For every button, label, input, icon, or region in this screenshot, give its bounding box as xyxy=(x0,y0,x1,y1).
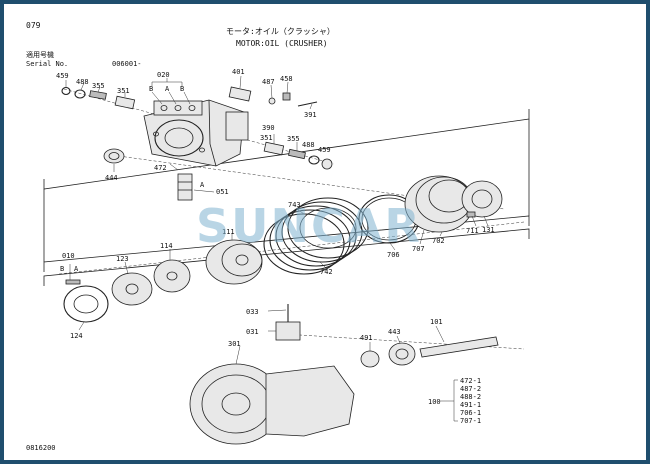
explode-band-mid-upper xyxy=(43,215,530,272)
piston-assy-123 xyxy=(111,272,153,306)
callout-488-left: 488 xyxy=(76,78,89,86)
serial-value: 006001- xyxy=(112,60,142,68)
plug-459-left xyxy=(61,86,71,96)
plug-459-right xyxy=(321,158,333,170)
callout-351-left: 351 xyxy=(117,87,130,95)
bearing-444 xyxy=(103,148,125,164)
kit-item: 707-1 xyxy=(460,417,481,425)
callout-301: 301 xyxy=(228,340,241,348)
callout-390: 390 xyxy=(262,124,275,132)
drawing-code: 0816200 xyxy=(26,444,56,452)
callout-b-2: B xyxy=(180,85,184,93)
callout-488-right: 488 xyxy=(302,141,315,149)
callout-101: 101 xyxy=(430,318,443,326)
callout-355-left: 355 xyxy=(92,82,105,90)
bearing-443 xyxy=(388,342,416,366)
serial-label-japanese: 適用号機 xyxy=(26,50,54,59)
callout-b-3: B xyxy=(60,265,64,273)
callout-131: 131 xyxy=(482,226,495,234)
callout-010: 010 xyxy=(62,252,75,260)
callout-020: 020 xyxy=(157,71,170,79)
callout-391: 391 xyxy=(304,111,317,119)
callout-702: 702 xyxy=(432,237,445,245)
port-fitting-472 xyxy=(177,173,193,201)
swash-plate-124 xyxy=(63,285,109,323)
plug-401 xyxy=(228,86,252,102)
exploded-parts-diagram: 079 モータ:オイル（クラッシャ） MOTOR:OIL (CRUSHER) 適… xyxy=(26,21,530,452)
title-japanese: モータ:オイル（クラッシャ） xyxy=(226,27,335,36)
valve-cover-side-port xyxy=(225,111,249,141)
screw-391 xyxy=(297,101,318,107)
callout-114: 114 xyxy=(160,242,173,250)
seal-491 xyxy=(360,350,380,368)
shoe-010 xyxy=(65,279,81,285)
kit-item: 487-2 xyxy=(460,385,481,393)
leader-lines xyxy=(65,75,489,422)
bearing-131 xyxy=(461,180,503,218)
callout-a-3: A xyxy=(74,265,79,273)
callout-743: 743 xyxy=(288,201,301,209)
brake-disc-group xyxy=(263,175,503,275)
callout-033: 033 xyxy=(246,308,259,316)
callout-355-right: 355 xyxy=(287,135,300,143)
pin-487 xyxy=(268,97,276,105)
valve-cover-bore xyxy=(154,119,204,157)
callout-labels: 459 488 355 351 020 B A B 401 487 458 39… xyxy=(56,68,495,406)
callout-124: 124 xyxy=(70,332,83,340)
callout-123: 123 xyxy=(116,255,129,263)
callout-111: 111 xyxy=(222,228,235,236)
callout-458: 458 xyxy=(280,75,293,83)
kit-item: 488-2 xyxy=(460,393,481,401)
valve-cover-group xyxy=(143,99,249,167)
pin-711 xyxy=(466,211,476,218)
callout-351-right: 351 xyxy=(260,134,273,142)
casing-body xyxy=(265,365,355,437)
oring-488-right xyxy=(308,155,320,165)
casing-group xyxy=(189,304,355,445)
callout-a-2: A xyxy=(200,181,205,189)
callout-444: 444 xyxy=(105,174,118,182)
axis-line-mid xyxy=(58,221,525,275)
shaft-101 xyxy=(419,336,499,358)
serial-label-english: Serial No. xyxy=(26,60,68,68)
callout-100: 100 xyxy=(428,398,441,406)
plug-458 xyxy=(282,92,291,101)
callout-459-left: 459 xyxy=(56,72,69,80)
callout-487: 487 xyxy=(262,78,275,86)
spring-355-right xyxy=(288,148,306,160)
callout-491: 491 xyxy=(360,334,373,342)
kit-item: 472-1 xyxy=(460,377,481,385)
spring-355-left xyxy=(89,90,107,100)
callout-443: 443 xyxy=(388,328,401,336)
relief-block-031 xyxy=(275,321,301,341)
title-english: MOTOR:OIL (CRUSHER) xyxy=(236,39,328,48)
oring-488-left xyxy=(74,89,86,99)
callout-b-1: B xyxy=(149,85,153,93)
callout-742: 742 xyxy=(320,268,333,276)
seal-kit-list: 472-1 487-2 488-2 491-1 706-1 707-1 xyxy=(460,377,481,425)
kit-item: 706-1 xyxy=(460,409,481,417)
explode-band-top xyxy=(43,109,530,190)
explode-band-mid-lower xyxy=(43,228,530,286)
friction-plate-742 xyxy=(275,205,357,267)
callout-051: 051 xyxy=(216,188,229,196)
callout-706: 706 xyxy=(387,251,400,259)
retainer-plate-114 xyxy=(153,259,191,293)
watermark-text: SUNCAR xyxy=(196,199,422,253)
callout-707: 707 xyxy=(412,245,425,253)
callout-459-right: 459 xyxy=(318,146,331,154)
kit-item: 491-1 xyxy=(460,401,481,409)
callout-472: 472 xyxy=(154,164,167,172)
callout-031: 031 xyxy=(246,328,259,336)
callout-711: 711 xyxy=(466,227,479,235)
page-number: 079 xyxy=(26,21,41,30)
spool-351-left xyxy=(114,95,136,110)
spool-351-right xyxy=(263,141,285,156)
valve-block-top xyxy=(153,100,203,116)
callout-a-1: A xyxy=(165,85,170,93)
callout-401: 401 xyxy=(232,68,245,76)
